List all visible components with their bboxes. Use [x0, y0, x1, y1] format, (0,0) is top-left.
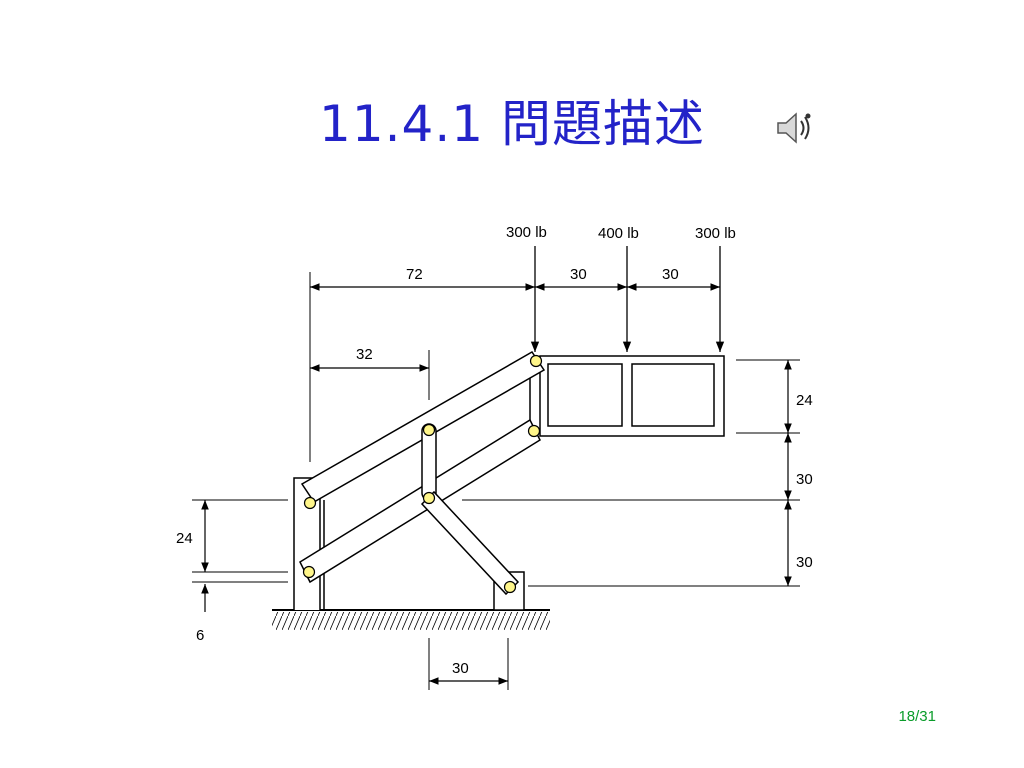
slide-title: 11.4.1 問題描述	[319, 95, 705, 153]
dim-label-right-30b: 30	[796, 554, 813, 571]
pin	[422, 423, 436, 437]
dimension-lines	[201, 283, 792, 685]
pins	[302, 354, 543, 594]
inclined-strut	[420, 490, 520, 596]
dim-label-top-30a: 30	[570, 266, 587, 283]
pin	[503, 580, 517, 594]
load-label-left: 300 lb	[506, 224, 547, 241]
pin	[302, 565, 316, 579]
pin	[527, 424, 541, 438]
extension-lines	[192, 272, 800, 690]
lower-diagonal-bar	[299, 418, 541, 584]
load-arrows	[530, 246, 725, 352]
load-label-right: 300 lb	[695, 225, 736, 242]
page-number: 18/31	[898, 708, 936, 725]
dim-label-32: 32	[356, 346, 373, 363]
pin	[529, 354, 543, 368]
pin	[422, 491, 436, 505]
dim-label-left-24: 24	[176, 530, 193, 547]
pin	[303, 496, 317, 510]
platform	[529, 355, 725, 437]
dim-label-72: 72	[406, 266, 423, 283]
dim-label-bottom-30: 30	[452, 660, 469, 677]
dim-label-top-30b: 30	[662, 266, 679, 283]
load-label-middle: 400 lb	[598, 225, 639, 242]
dim-label-right-24: 24	[796, 392, 813, 409]
speaker-sound-icon[interactable]	[772, 108, 816, 148]
dim-label-left-6: 6	[196, 627, 204, 644]
dim-label-right-30a: 30	[796, 471, 813, 488]
ground	[272, 609, 550, 630]
